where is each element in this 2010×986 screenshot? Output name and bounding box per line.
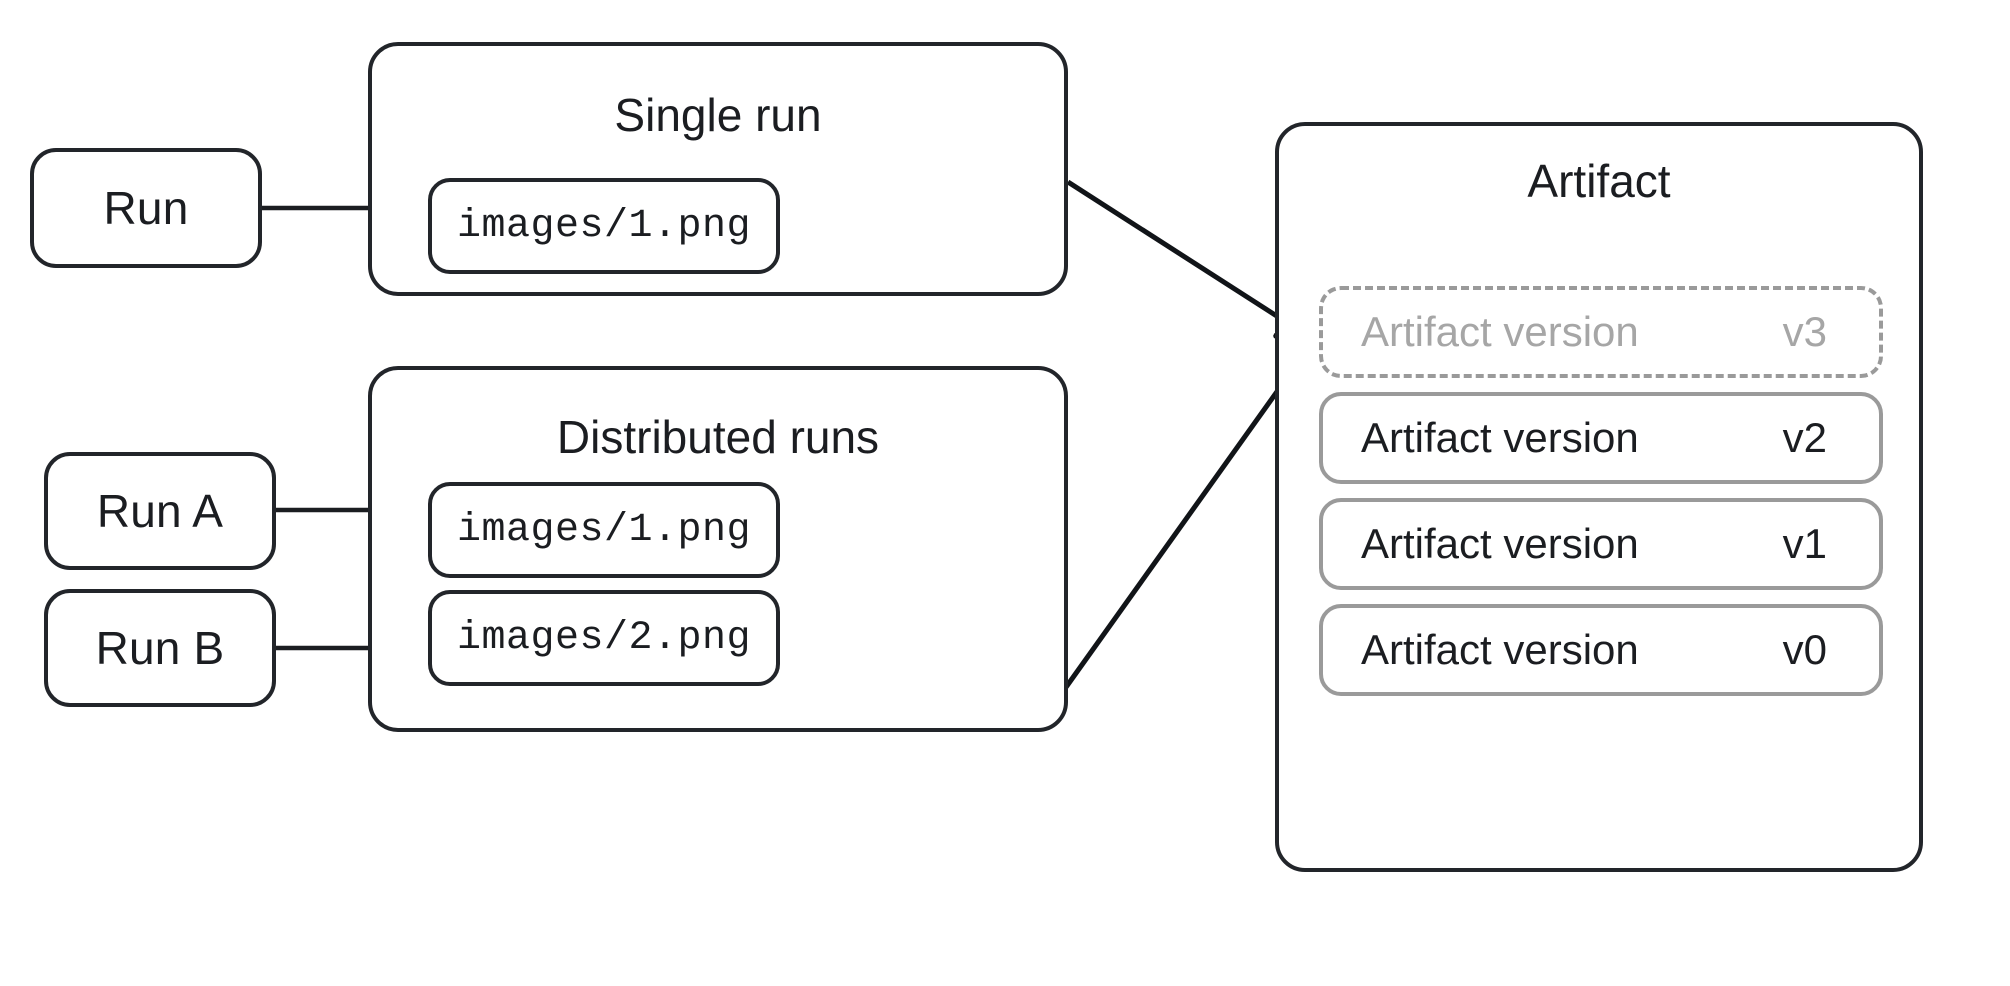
artifact-panel-title: Artifact — [1527, 155, 1671, 207]
artifact-version-row-v1[interactable]: Artifact version v1 — [1319, 498, 1883, 590]
artifact-version-row-v2[interactable]: Artifact version v2 — [1319, 392, 1883, 484]
artifact-version-tag-v3: v3 — [1782, 308, 1827, 355]
distributed-runs-group-title: Distributed runs — [556, 411, 880, 463]
artifact-version-label-v3: Artifact version — [1361, 308, 1639, 355]
single-run-file-0[interactable]: images/1.png — [428, 178, 780, 274]
run-a-node-label: Run A — [96, 485, 224, 537]
artifact-version-tag-v1: v1 — [1782, 520, 1827, 567]
artifact-version-label-v2: Artifact version — [1361, 414, 1639, 461]
artifact-version-label-v1: Artifact version — [1361, 520, 1639, 567]
distributed-runs-file-1[interactable]: images/2.png — [428, 590, 780, 686]
artifact-version-row-v3[interactable]: Artifact version v3 — [1319, 286, 1883, 378]
distributed-runs-file-0-label: images/1.png — [456, 507, 752, 553]
run-node[interactable]: Run — [30, 148, 262, 268]
run-b-node-label: Run B — [95, 622, 225, 674]
distributed-runs-group[interactable]: Distributed runs images/1.png images/2.p… — [368, 366, 1068, 732]
distributed-runs-file-0[interactable]: images/1.png — [428, 482, 780, 578]
single-run-group-title: Single run — [614, 89, 822, 141]
run-node-label: Run — [103, 182, 189, 234]
single-run-file-0-label: images/1.png — [456, 203, 752, 249]
artifact-version-tag-v0: v0 — [1782, 626, 1827, 673]
run-a-node[interactable]: Run A — [44, 452, 276, 570]
artifact-version-row-v0[interactable]: Artifact version v0 — [1319, 604, 1883, 696]
artifact-version-label-v0: Artifact version — [1361, 626, 1639, 673]
distributed-runs-file-1-label: images/2.png — [456, 615, 752, 661]
run-b-node[interactable]: Run B — [44, 589, 276, 707]
single-run-group[interactable]: Single run images/1.png — [368, 42, 1068, 296]
artifact-version-tag-v2: v2 — [1782, 414, 1827, 461]
connector-distributed-runs-to-artifact — [1061, 344, 1311, 692]
